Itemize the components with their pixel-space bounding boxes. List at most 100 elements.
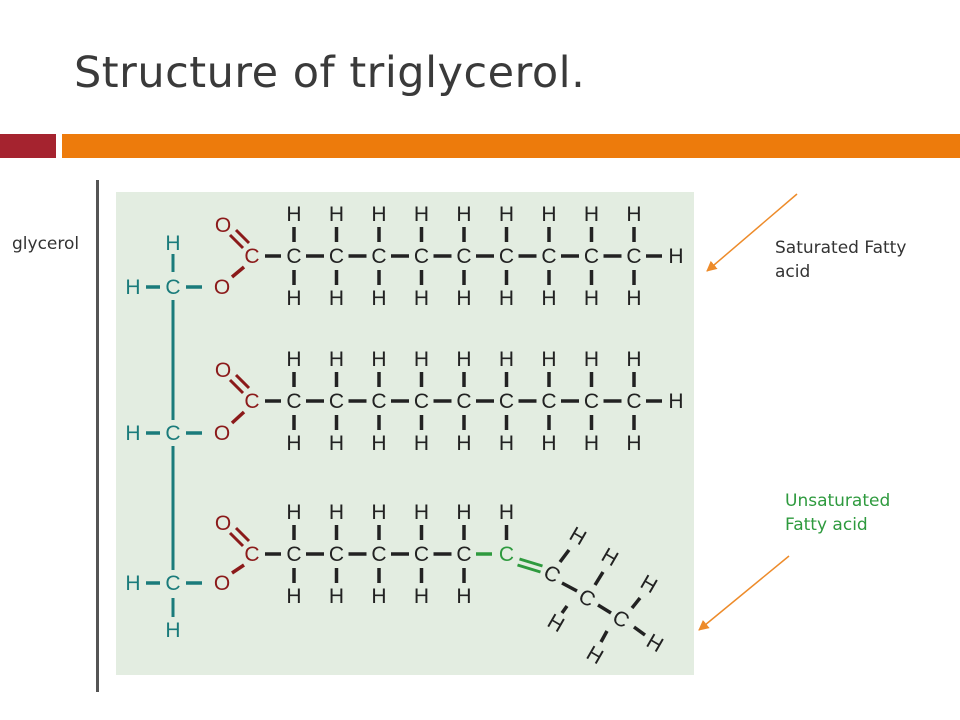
divider-line: [96, 180, 99, 692]
glycerol-side-hydrogen: H: [125, 276, 140, 299]
chain-hydrogen-bottom: H: [626, 287, 641, 310]
chain-hydrogen-top: H: [286, 203, 301, 226]
chain-hydrogen-top: H: [414, 501, 429, 524]
ester-oxygen: O: [214, 276, 230, 299]
chain-hydrogen-bottom: H: [456, 287, 471, 310]
chain-hydrogen-top: H: [499, 203, 514, 226]
double-bond: [517, 563, 541, 574]
chain-hydrogen-bottom: H: [414, 432, 429, 455]
chain-carbon: C: [414, 245, 429, 268]
accent-bar-orange: [62, 134, 960, 158]
unsaturated-carbon: C: [499, 543, 514, 566]
ester-oxygen: O: [214, 422, 230, 445]
bond: [632, 625, 647, 637]
chain-carbon: C: [456, 245, 471, 268]
chain-hydrogen-top: H: [456, 203, 471, 226]
bond: [560, 604, 569, 615]
carbonyl-oxygen: O: [215, 214, 231, 237]
bond: [228, 531, 245, 548]
bond: [593, 571, 605, 586]
chain-hydrogen-top: H: [584, 348, 599, 371]
carbonyl-carbon: C: [244, 245, 259, 268]
diagram-panel: [116, 192, 694, 675]
chain-carbon: C: [456, 390, 471, 413]
saturated-fatty-acid-label: Saturated Fatty acid: [775, 238, 907, 282]
glycerol-side-hydrogen: H: [125, 422, 140, 445]
bond: [230, 410, 246, 425]
chain-carbon: C: [329, 543, 344, 566]
ester-oxygen: O: [214, 572, 230, 595]
chain-carbon: C: [371, 390, 386, 413]
chain-carbon: C: [286, 245, 301, 268]
chain-carbon: C: [371, 543, 386, 566]
chain-carbon: C: [329, 390, 344, 413]
glycerol-carbon: C: [165, 422, 180, 445]
carbonyl-oxygen: O: [215, 512, 231, 535]
chain-hydrogen-top: H: [584, 203, 599, 226]
chain-hydrogen-top: H: [499, 348, 514, 371]
chain-hydrogen-top: H: [286, 501, 301, 524]
chain-hydrogen-bottom: H: [499, 432, 514, 455]
chain-hydrogen-bottom: H: [286, 287, 301, 310]
chain-hydrogen-bottom: H: [371, 585, 386, 608]
chain-hydrogen-top: H: [456, 501, 471, 524]
bond: [231, 563, 245, 575]
chain-hydrogen-bottom: H: [584, 287, 599, 310]
double-bond: [519, 557, 543, 568]
chain-carbon: C: [286, 543, 301, 566]
bond: [630, 596, 642, 610]
carbonyl-oxygen: O: [215, 359, 231, 382]
chain-carbon: C: [286, 390, 301, 413]
chain-carbon: C: [414, 390, 429, 413]
chain-carbon: C: [499, 390, 514, 413]
chain-hydrogen-bottom: H: [286, 432, 301, 455]
chain-hydrogen-bottom: H: [541, 287, 556, 310]
chain-hydrogen-top: H: [626, 203, 641, 226]
page-title: Structure of triglycerol.: [74, 48, 586, 98]
glycerol-label: glycerol: [12, 234, 80, 254]
terminal-hydrogen: H: [668, 390, 683, 413]
chain-carbon: C: [414, 543, 429, 566]
bond: [561, 581, 578, 593]
carbonyl-carbon: C: [244, 543, 259, 566]
chain-hydrogen-top: H: [329, 203, 344, 226]
glycerol-side-hydrogen: H: [125, 572, 140, 595]
bond: [234, 228, 251, 245]
chain-hydrogen-top: H: [286, 348, 301, 371]
chain-hydrogen-top: H: [329, 501, 344, 524]
chain-hydrogen-top: H: [541, 203, 556, 226]
bond: [228, 233, 245, 250]
chain-carbon: C: [456, 543, 471, 566]
glycerol-top-hydrogen: H: [165, 232, 180, 255]
unsaturated-fatty-acid-label: Unsaturated Fatty acid: [785, 491, 891, 535]
chain-hydrogen-top: H: [541, 348, 556, 371]
chain-hydrogen-bottom: H: [329, 432, 344, 455]
terminal-hydrogen: H: [668, 245, 683, 268]
accent-bar-red: [0, 134, 56, 158]
chain-hydrogen-top: H: [414, 203, 429, 226]
glycerol-bottom-hydrogen: H: [165, 619, 180, 642]
chain-hydrogen-top: H: [371, 203, 386, 226]
chain-hydrogen-bottom: H: [371, 432, 386, 455]
chain-hydrogen-bottom: H: [626, 432, 641, 455]
chain-hydrogen-bottom: H: [499, 287, 514, 310]
chain-hydrogen-bottom: H: [329, 287, 344, 310]
chain-hydrogen-top: H: [329, 348, 344, 371]
carbonyl-carbon: C: [244, 390, 259, 413]
chain-hydrogen-top: H: [499, 501, 514, 524]
chain-carbon: C: [541, 390, 556, 413]
chain-hydrogen-top: H: [371, 348, 386, 371]
bond: [234, 526, 251, 543]
chain-hydrogen-top: H: [456, 348, 471, 371]
chain-carbon: C: [329, 245, 344, 268]
chain-hydrogen-bottom: H: [286, 585, 301, 608]
chain-hydrogen-bottom: H: [329, 585, 344, 608]
chain-hydrogen-bottom: H: [456, 585, 471, 608]
bond: [599, 630, 609, 643]
glycerol-carbon: C: [165, 572, 180, 595]
bond: [558, 548, 571, 564]
chain-hydrogen-bottom: H: [456, 432, 471, 455]
bond: [597, 603, 612, 615]
chain-hydrogen-bottom: H: [541, 432, 556, 455]
